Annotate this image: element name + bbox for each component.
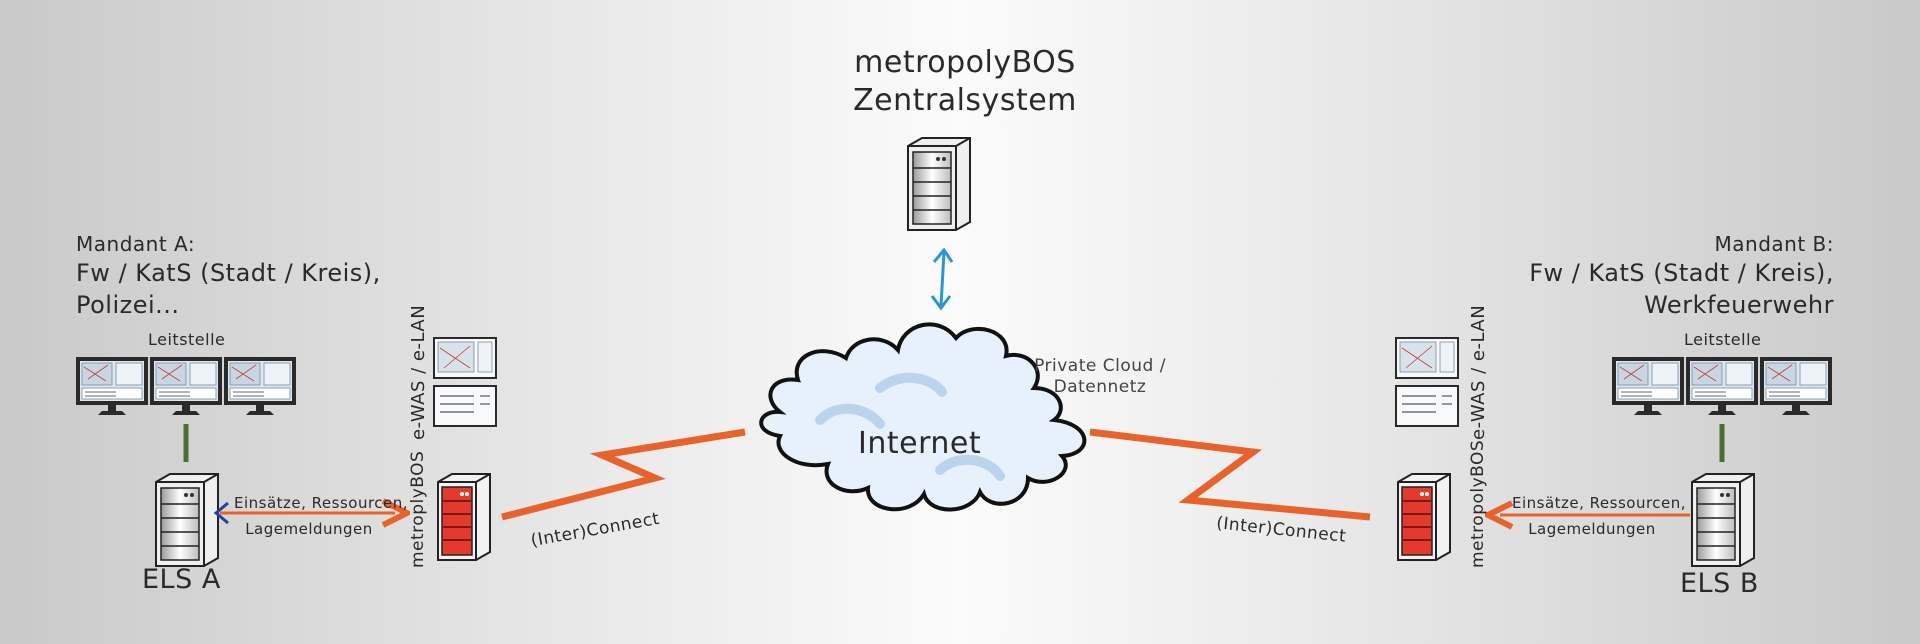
- left-vertical-metropolybos-label: metroplyBOS: [408, 450, 428, 568]
- private-cloud-label: Private Cloud /: [1034, 356, 1166, 376]
- right-vertical-ewas-label: e-WAS / e-LAN: [1468, 304, 1489, 440]
- left-leitstelle-monitors: [75, 356, 297, 416]
- right-ewas-screens-icon: [1395, 337, 1459, 427]
- left-mandant-line1: Fw / KatS (Stadt / Kreis),: [76, 259, 381, 287]
- right-leitstelle-monitors: [1611, 356, 1833, 416]
- left-vertical-ewas-label: e-WAS / e-LAN: [408, 304, 429, 440]
- central-server-icon: [907, 137, 971, 231]
- right-mandant-label: Mandant B:: [1714, 232, 1834, 256]
- right-metropolybos-server-icon: [1397, 473, 1451, 561]
- els-a-label: ELS A: [142, 564, 221, 595]
- els-b-server-icon: [1691, 473, 1755, 567]
- right-mandant-line1: Fw / KatS (Stadt / Kreis),: [1529, 259, 1834, 287]
- cloud-icon: [759, 322, 1087, 512]
- left-ewas-screens-icon: [433, 337, 497, 427]
- central-system-title: metropolyBOS: [854, 45, 1076, 80]
- left-mandant-line2: Polizei...: [76, 291, 180, 319]
- right-arrow-label-line2: Lagemeldungen: [1528, 520, 1656, 538]
- left-mandant-label: Mandant A:: [76, 232, 196, 256]
- left-interconnect-link: [501, 428, 746, 521]
- els-a-server-icon: [155, 473, 219, 567]
- central-link-arrow: [930, 247, 954, 311]
- central-system-subtitle: Zentralsystem: [853, 83, 1077, 118]
- right-mandant-line2: Werkfeuerwehr: [1644, 291, 1834, 319]
- left-data-arrow: [213, 503, 395, 523]
- left-arrow-label-line1: Einsätze, Ressourcen,: [234, 494, 409, 512]
- cloud-label: Internet: [858, 426, 982, 461]
- right-leitstelle-label: Leitstelle: [1684, 330, 1762, 349]
- els-b-label: ELS B: [1680, 568, 1759, 599]
- right-arrow-label-line1: Einsätze, Ressourcen,: [1512, 494, 1687, 512]
- left-leitstelle-label: Leitstelle: [148, 330, 226, 349]
- datennetz-label: Datennetz: [1053, 377, 1147, 397]
- left-arrow-label-line2: Lagemeldungen: [245, 520, 373, 538]
- right-interconnect-link: [1089, 428, 1371, 521]
- right-vertical-metropolybos-label: metropolyBOS: [1468, 439, 1488, 568]
- left-metropolybos-server-icon: [437, 473, 491, 561]
